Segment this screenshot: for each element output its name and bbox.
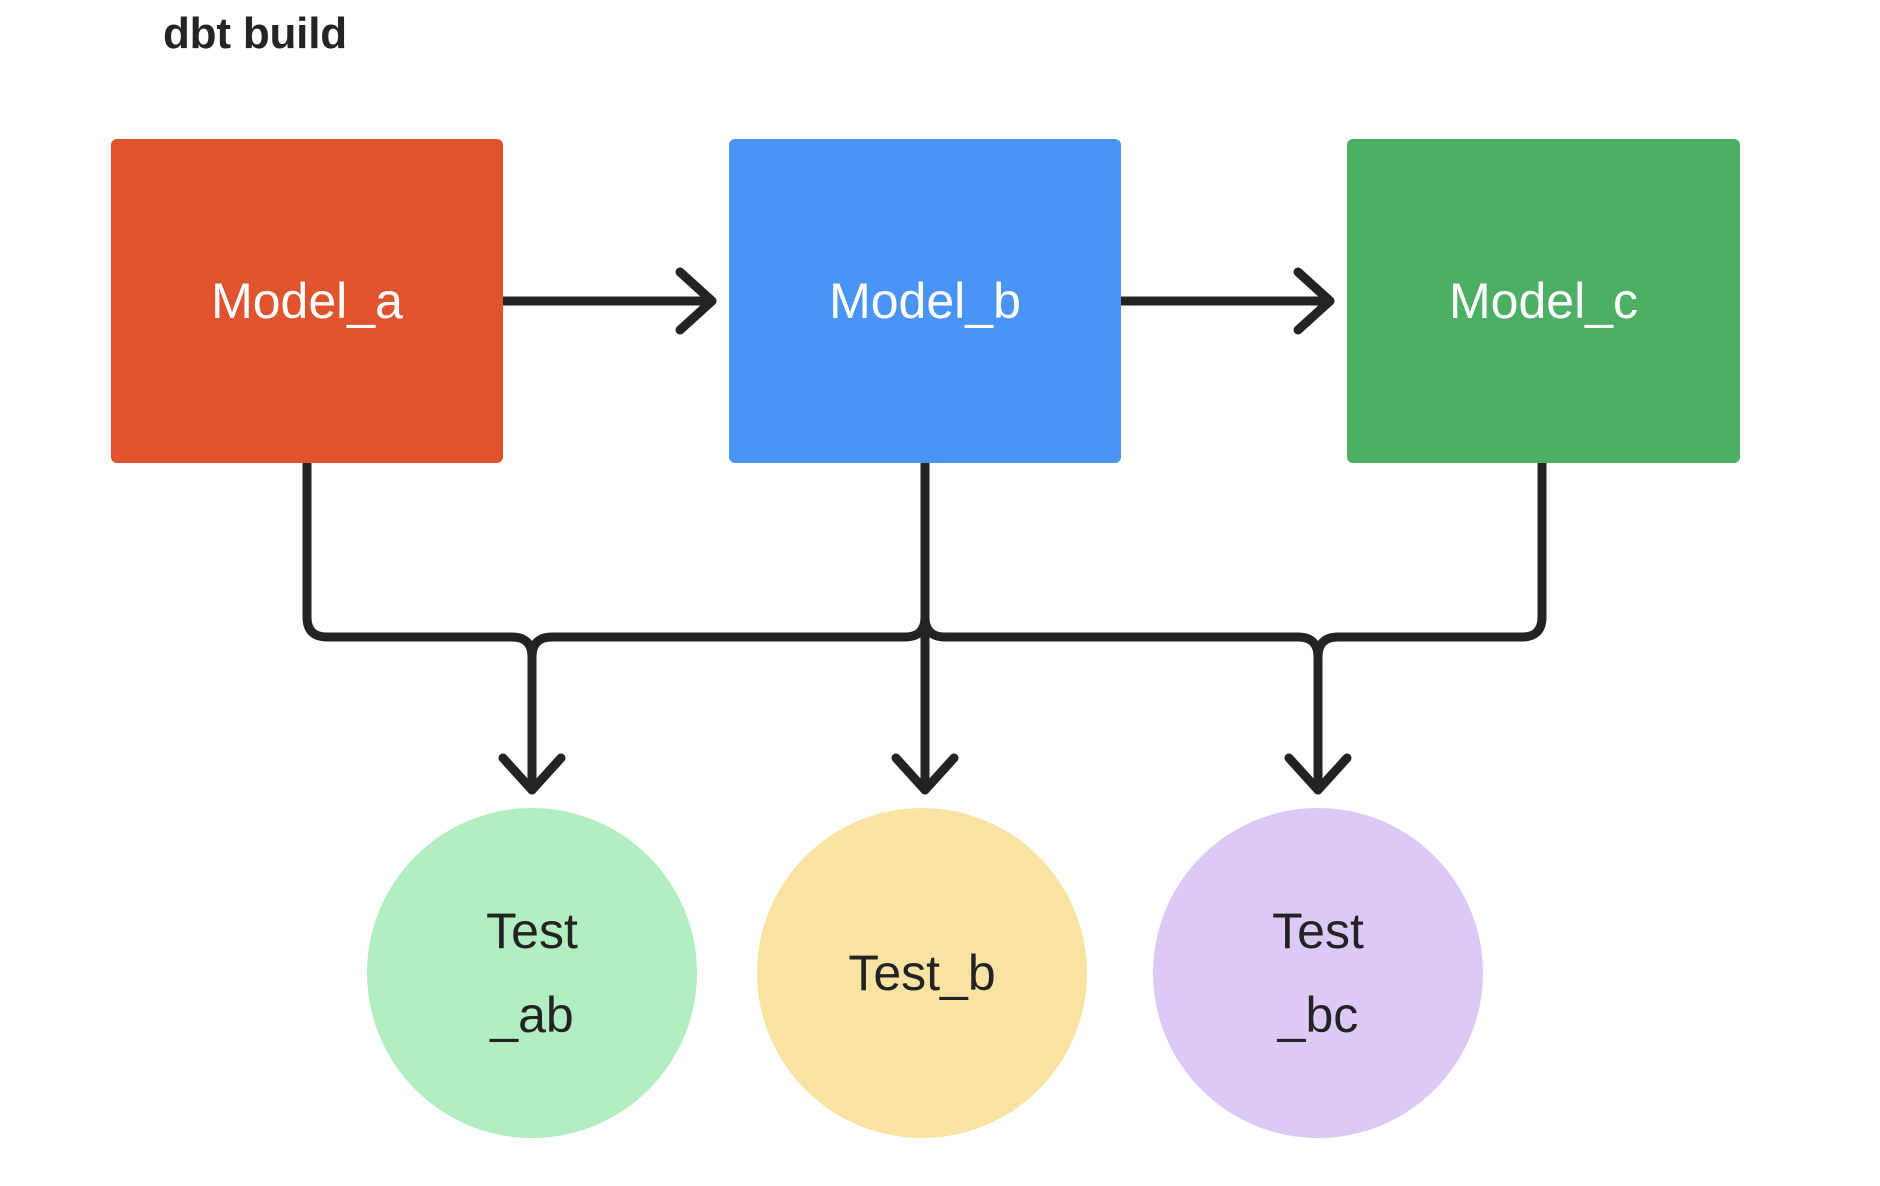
- node-test-b-label: Test_b: [848, 945, 996, 1001]
- node-model-b[interactable]: Model_b: [729, 139, 1121, 463]
- edge-model-b-to-model-c: [1116, 267, 1335, 335]
- node-test-ab[interactable]: Test _ab: [367, 808, 697, 1138]
- edge-model-a-to-test-ab: [302, 458, 566, 795]
- page-title: dbt build: [163, 9, 347, 58]
- node-model-b-label: Model_b: [829, 272, 1021, 329]
- edge-model-a-to-model-b: [498, 267, 717, 335]
- node-model-c-label: Model_c: [1449, 272, 1638, 329]
- edge-model-b-to-test-ab: [527, 458, 930, 662]
- node-model-a-label: Model_a: [211, 272, 403, 329]
- edge-model-b-to-test-bc: [920, 458, 1352, 795]
- node-test-bc-label: Test _bc: [1272, 903, 1364, 1043]
- node-model-c[interactable]: Model_c: [1347, 139, 1740, 463]
- node-test-b[interactable]: Test_b: [757, 808, 1087, 1138]
- node-model-a[interactable]: Model_a: [111, 139, 503, 463]
- node-test-ab-label: Test _ab: [486, 903, 578, 1043]
- node-test-bc[interactable]: Test _bc: [1153, 808, 1483, 1138]
- edge-model-c-to-test-bc: [1313, 458, 1547, 662]
